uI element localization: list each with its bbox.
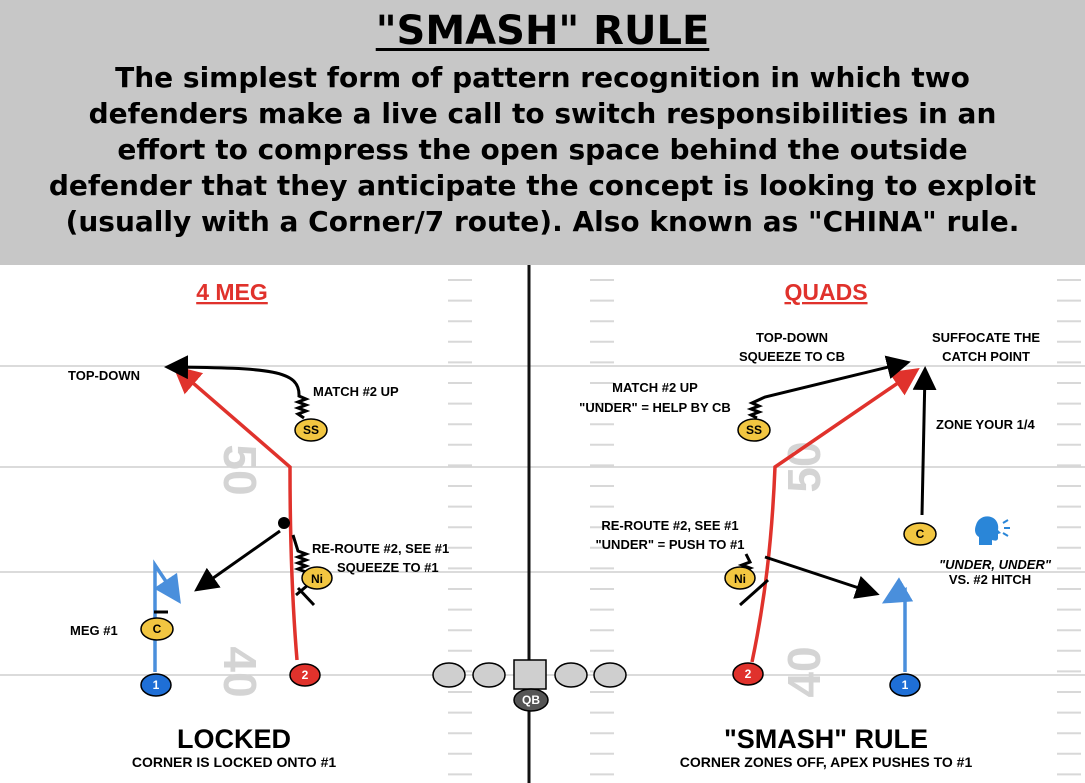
defender-ss-right: SS — [737, 418, 771, 442]
ss-top-down-left — [164, 355, 311, 420]
ni-push-arrow-left — [194, 529, 281, 592]
yard-number-right-40: 40 — [778, 646, 830, 697]
svg-text:2: 2 — [745, 667, 752, 681]
field-diagram: 50 40 50 40 4 MEG QUADS TOP-DOWN MATCH #… — [0, 265, 1085, 783]
left-heading: 4 MEG — [196, 279, 268, 305]
label-meg-left: MEG #1 — [70, 623, 118, 638]
label-squeeze-left: SQUEEZE TO #1 — [337, 560, 439, 575]
svg-text:2: 2 — [302, 668, 309, 682]
route-1-hitch-right — [881, 577, 914, 672]
defender-ni-right: Ni — [724, 566, 756, 590]
label-match-up-right: MATCH #2 UP — [612, 380, 698, 395]
svg-text:C: C — [916, 527, 925, 541]
label-reroute-right: RE-ROUTE #2, SEE #1 — [601, 518, 738, 533]
label-call-right: "UNDER, UNDER" — [939, 557, 1052, 572]
ni-reroute-left — [291, 534, 311, 574]
label-hitch-right: VS. #2 HITCH — [949, 572, 1031, 587]
reroute-dot-left — [278, 517, 290, 529]
left-footer-subtitle: CORNER IS LOCKED ONTO #1 — [132, 754, 337, 770]
offensive-line — [432, 659, 627, 690]
label-match-up-left: MATCH #2 UP — [313, 384, 399, 399]
label-reroute-left: RE-ROUTE #2, SEE #1 — [312, 541, 449, 556]
description-line: defender that they anticipate the concep… — [48, 169, 1037, 202]
ss-top-down-right — [746, 355, 911, 420]
ni-push-arrow-right — [764, 555, 880, 599]
label-help-by-cb-right: "UNDER" = HELP BY CB — [579, 400, 731, 415]
defender-c-right: C — [903, 522, 937, 546]
svg-text:1: 1 — [902, 678, 909, 692]
quarterback: QB — [513, 688, 549, 712]
receiver-2-left: 2 — [289, 663, 321, 687]
speaking-head-icon — [975, 516, 1010, 545]
ni-leverage-right — [739, 578, 769, 607]
yard-number-left-50: 50 — [214, 444, 266, 495]
svg-text:C: C — [153, 622, 162, 636]
right-heading: QUADS — [784, 279, 867, 305]
route-2-corner-right — [750, 368, 920, 663]
receiver-1-left: 1 — [140, 673, 172, 697]
description-line: effort to compress the open space behind… — [117, 133, 968, 166]
route-2-corner-left — [172, 365, 299, 661]
description-line: defenders make a live call to switch res… — [88, 97, 997, 130]
label-push-right: "UNDER" = PUSH TO #1 — [596, 537, 745, 552]
label-zone-right: ZONE YOUR 1/4 — [936, 417, 1036, 432]
page-title: "SMASH" RULE — [375, 8, 710, 54]
label-catch-point-right: CATCH POINT — [942, 349, 1030, 364]
svg-text:Ni: Ni — [311, 572, 323, 586]
yard-number-left-40: 40 — [214, 646, 266, 697]
right-footer-title: "SMASH" RULE — [724, 724, 928, 754]
svg-text:SS: SS — [303, 423, 319, 437]
header-description: The simplest form of pattern recognition… — [6, 60, 1079, 240]
svg-text:QB: QB — [522, 693, 540, 707]
receiver-2-right: 2 — [732, 662, 764, 686]
description-line: (usually with a Corner/7 route). Also kn… — [65, 205, 1020, 238]
hash-marks — [448, 279, 1081, 776]
svg-text:SS: SS — [746, 423, 762, 437]
defender-ni-left: Ni — [301, 566, 333, 590]
corner-zone-right — [912, 366, 937, 516]
yard-number-right-50: 50 — [778, 441, 830, 492]
right-footer-subtitle: CORNER ZONES OFF, APEX PUSHES TO #1 — [680, 754, 973, 770]
ni-leverage-left-2 — [295, 583, 309, 597]
description-line: The simplest form of pattern recognition… — [115, 61, 970, 94]
label-top-down-left: TOP-DOWN — [68, 368, 140, 383]
defender-ss-left: SS — [294, 418, 328, 442]
defender-c-left: C — [140, 617, 174, 641]
label-top-down-right: TOP-DOWN — [756, 330, 828, 345]
yard-numbers: 50 40 50 40 — [214, 441, 830, 697]
label-squeeze-cb-right: SQUEEZE TO CB — [739, 349, 845, 364]
label-suffocate-right: SUFFOCATE THE — [932, 330, 1040, 345]
receiver-1-right: 1 — [889, 673, 921, 697]
svg-text:1: 1 — [153, 678, 160, 692]
header-banner: "SMASH" RULE The simplest form of patter… — [0, 0, 1085, 265]
left-footer-title: LOCKED — [177, 724, 291, 754]
svg-text:Ni: Ni — [734, 572, 746, 586]
